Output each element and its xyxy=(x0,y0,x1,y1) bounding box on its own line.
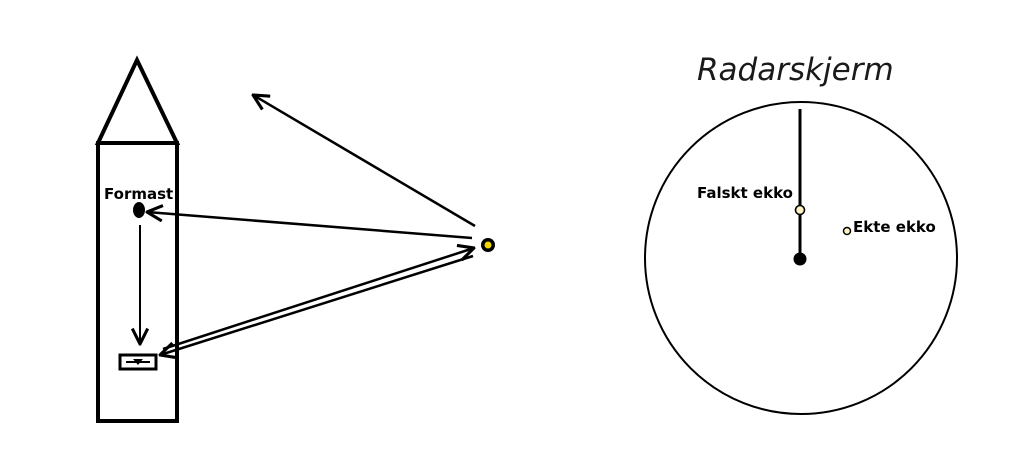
target-inner-dot xyxy=(484,241,492,249)
radar-screen: Radarskjerm Falskt ekko Ekte ekko xyxy=(644,52,958,415)
antenna-to-target-arrow xyxy=(162,248,474,351)
formast-mast xyxy=(133,202,145,218)
radar-beams xyxy=(147,95,475,355)
radar-title: Radarskjerm xyxy=(697,52,894,88)
echo-to-mast-arrow xyxy=(147,212,473,240)
true-echo-label: Ekte ekko xyxy=(853,218,936,236)
true-echo-dot xyxy=(842,226,852,236)
ship-hull xyxy=(96,141,179,423)
deflected-beam-arrow xyxy=(253,95,476,228)
radar-center-dot xyxy=(793,252,807,266)
ship-bow-triangle xyxy=(94,55,181,145)
target xyxy=(481,238,495,252)
target-to-antenna-arrow xyxy=(160,254,474,355)
radar-antenna xyxy=(118,353,158,371)
false-echo-label: Falskt ekko xyxy=(697,184,793,202)
formast-label: Formast xyxy=(104,185,173,203)
false-echo-dot xyxy=(794,204,806,216)
ship: Formast xyxy=(94,55,181,423)
